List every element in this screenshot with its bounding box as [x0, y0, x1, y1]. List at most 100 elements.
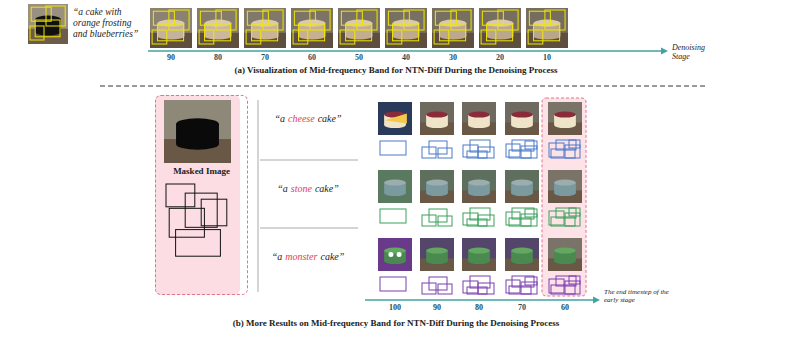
mask-box — [380, 277, 406, 291]
cake-image — [291, 8, 333, 48]
prompt-keyword: cheese — [288, 113, 315, 125]
panel-title: Masked Image — [156, 166, 247, 176]
image-background — [548, 170, 582, 203]
image-background — [505, 238, 539, 271]
cake-top — [346, 20, 373, 27]
cake-image — [378, 102, 412, 135]
mask-box — [252, 24, 278, 41]
cake-top — [554, 112, 576, 118]
mask-box — [509, 286, 531, 294]
axis-note: The end timestep of the early stage — [604, 288, 674, 304]
monster-eye — [397, 252, 402, 257]
prompt-text: “a — [277, 183, 288, 195]
timestep-number: 20 — [496, 53, 504, 62]
image-background — [420, 102, 454, 135]
mask-box — [340, 30, 355, 44]
cake-image — [462, 102, 496, 135]
cake-image — [378, 238, 412, 271]
image-background — [150, 8, 192, 48]
prompt-text: cake” — [315, 183, 339, 195]
image-background — [462, 238, 496, 271]
cake-top — [468, 112, 490, 118]
prompt-line: “amonstercake” — [272, 251, 345, 263]
mask-box — [470, 276, 490, 288]
mask-box — [35, 20, 60, 37]
mask-box — [216, 10, 236, 30]
section-separator — [100, 86, 705, 87]
cake-image — [244, 8, 286, 48]
mask-box — [310, 10, 330, 30]
cake-top — [534, 20, 561, 27]
mask-box — [569, 140, 580, 148]
mask-box — [158, 24, 184, 41]
mask-box — [438, 284, 452, 294]
timestep-number: 80 — [214, 53, 222, 62]
mask-box — [478, 283, 494, 294]
cake-image — [378, 170, 412, 203]
image-background — [548, 238, 582, 271]
cake-image — [505, 238, 539, 271]
timestep-number: 90 — [433, 303, 441, 312]
caption: (a) Visualization of Mid-frequency Band … — [235, 65, 558, 75]
caption: (b) More Results on Mid-frequency Band f… — [233, 318, 560, 328]
timestep-number: 100 — [389, 303, 401, 312]
image-background — [378, 102, 412, 135]
cake-image — [479, 8, 521, 48]
prompt-keyword: stone — [291, 183, 312, 195]
cake-image — [432, 8, 474, 48]
prompt-line: “astonecake” — [277, 183, 339, 195]
mask-box — [551, 149, 575, 158]
mask-box — [176, 230, 221, 257]
cake-top — [158, 20, 185, 27]
mask-box — [201, 199, 227, 226]
cake-image — [28, 4, 68, 44]
image-background — [505, 170, 539, 203]
cake-top — [35, 16, 61, 23]
image-background — [462, 102, 496, 135]
mask-box — [293, 30, 308, 44]
cake-top — [299, 20, 326, 27]
mask-box — [509, 218, 531, 226]
cake-image — [385, 8, 427, 48]
image-background — [378, 170, 412, 203]
mask-box — [525, 141, 537, 149]
mask-box — [387, 30, 402, 44]
prompt-text: “a — [272, 251, 283, 263]
cake-image — [462, 238, 496, 271]
cake-top — [384, 180, 406, 186]
image-background — [432, 8, 474, 48]
mask-box — [481, 30, 496, 44]
mask-box — [299, 24, 325, 41]
axis-line — [365, 299, 596, 301]
mask-box — [153, 11, 174, 25]
mask-box — [451, 10, 471, 30]
mask-box — [525, 277, 537, 285]
cake-top — [468, 248, 490, 254]
mask-box — [529, 11, 550, 25]
cake-image — [505, 170, 539, 203]
axis-arrowhead — [593, 297, 600, 304]
cake-top — [205, 20, 232, 27]
mask-box — [393, 24, 419, 41]
image-background — [420, 170, 454, 203]
mask-box — [200, 11, 221, 25]
mask-box — [199, 30, 214, 44]
image-background — [244, 8, 286, 48]
mask-box — [438, 148, 452, 158]
mask-box — [521, 282, 537, 294]
row-divider — [260, 160, 358, 161]
cake-image — [197, 8, 239, 48]
prompt-text: “a — [274, 113, 285, 125]
mask-box — [152, 30, 167, 44]
prompt-text: “a cake with orange frosting and blueber… — [73, 7, 147, 40]
mask-box — [482, 11, 503, 25]
mask-box — [169, 208, 204, 237]
cake-image — [548, 102, 582, 135]
cake-top — [426, 248, 448, 254]
mask-box — [346, 24, 372, 41]
cake-image — [420, 170, 454, 203]
cake-image — [420, 102, 454, 135]
cake-image — [338, 8, 380, 48]
mask-box — [246, 30, 261, 44]
